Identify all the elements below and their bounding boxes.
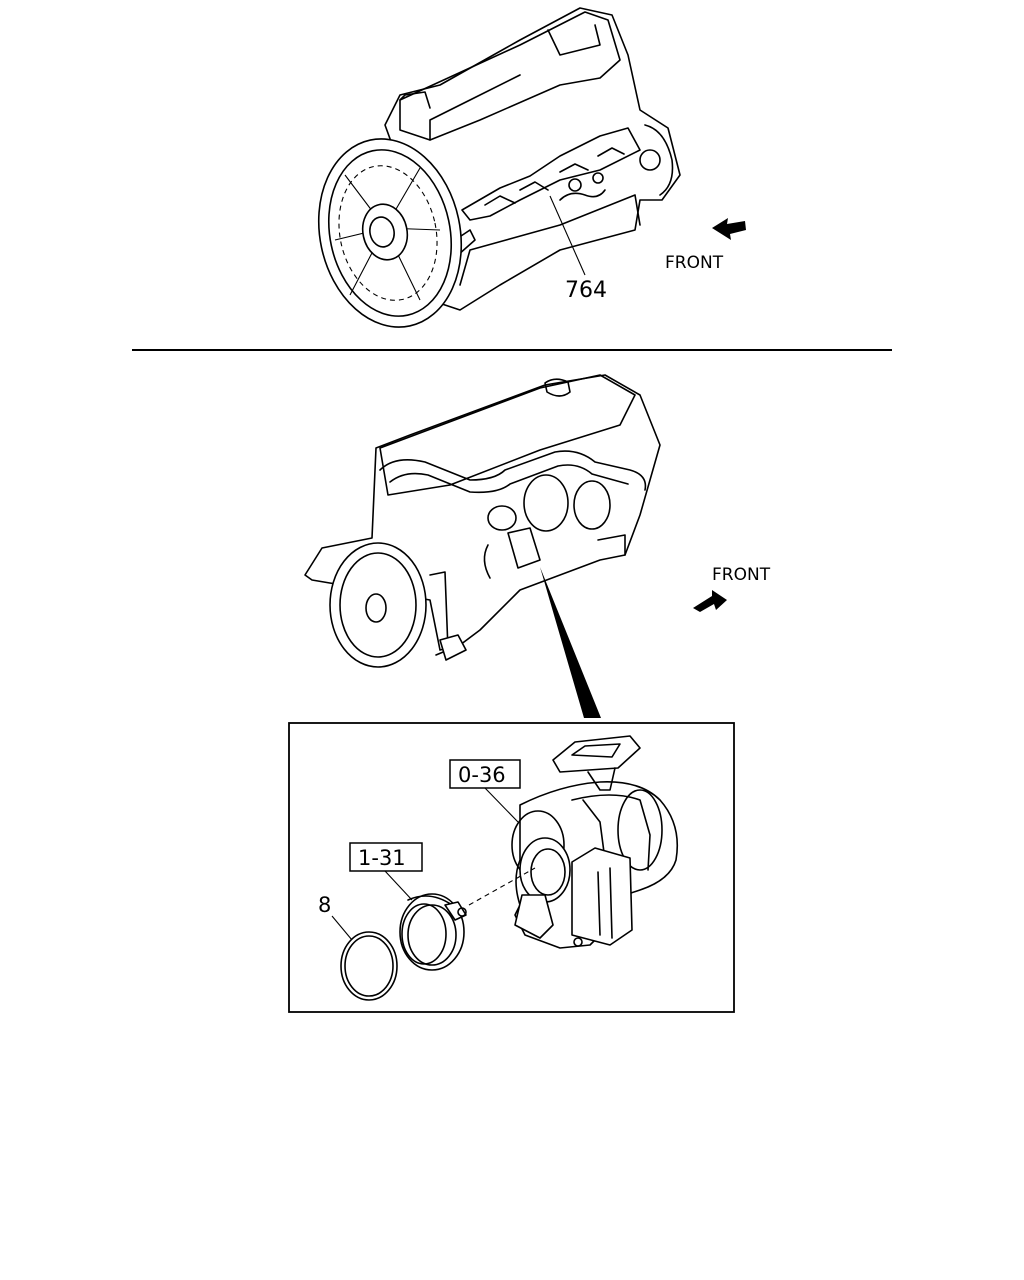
- callout-1-31-label: 1-31: [358, 846, 406, 870]
- engine-top-view: 764 FRONT: [317, 7, 746, 328]
- v-band-clamp: [399, 893, 467, 971]
- engine-bottom-view: FRONT: [304, 374, 771, 718]
- callout-764-label: 764: [565, 278, 607, 303]
- callout-764-leader: [549, 195, 586, 276]
- callout-0-36-box: [449, 759, 521, 789]
- o-ring: [340, 931, 398, 1001]
- front-label-bottom: FRONT: [712, 565, 771, 585]
- front-label-top: FRONT: [665, 253, 724, 273]
- turbo-detail-box: 0-36 1-31 8: [288, 722, 735, 1013]
- callout-0-36-label: 0-36: [458, 763, 506, 787]
- callout-1-31-box: [349, 842, 423, 872]
- detail-pointer: [540, 567, 601, 718]
- front-arrow-icon: [712, 218, 746, 240]
- callout-8-label: 8: [318, 893, 331, 917]
- front-arrow-icon: [693, 590, 727, 612]
